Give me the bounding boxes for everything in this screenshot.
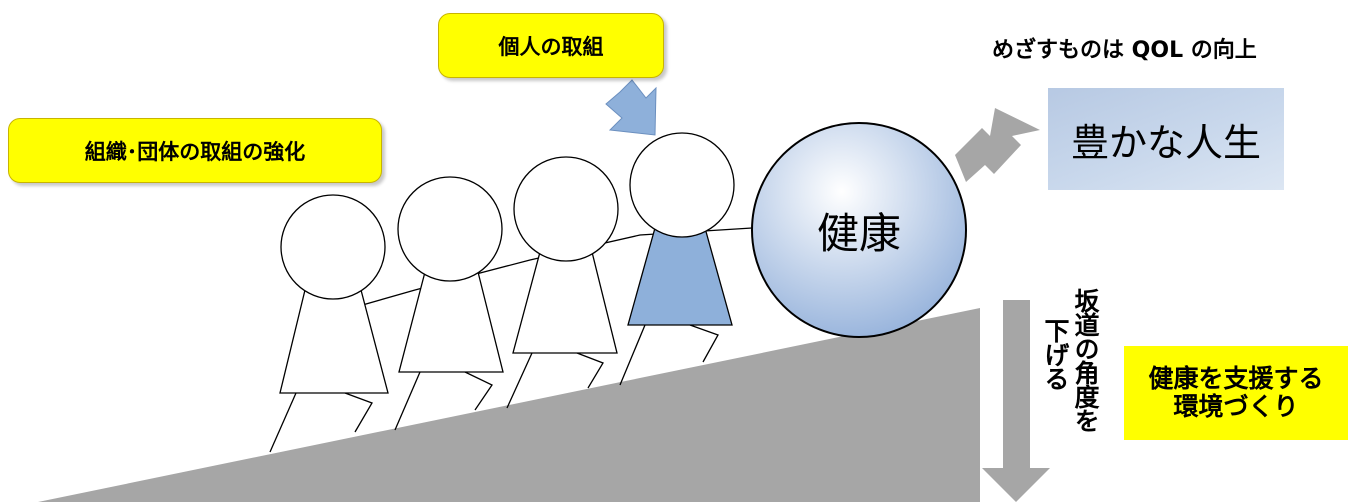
person-4-individual	[619, 132, 735, 386]
person-1-body	[279, 289, 389, 394]
person-3-head	[513, 156, 619, 262]
person-3-leg-back	[506, 352, 533, 409]
person-1	[269, 194, 389, 453]
goal-arrow	[955, 108, 1040, 182]
support-line-2: 環境づくり	[1173, 392, 1299, 421]
goal-caption: めざすものは QOL の向上	[992, 38, 1257, 63]
person-4-body	[627, 227, 733, 326]
person-2-leg-front	[464, 371, 493, 411]
person-4-leg-back	[619, 324, 646, 386]
individual-callout-label: 個人の取組	[498, 34, 604, 59]
rich-life-box: 豊かな人生	[1048, 88, 1284, 190]
slope-angle-text: 坂道の角度を	[1071, 288, 1100, 432]
person-4-head	[629, 132, 735, 238]
person-1-leg-front	[344, 392, 373, 433]
person-2	[394, 176, 504, 431]
individual-callout: 個人の取組	[438, 13, 664, 78]
person-2-body	[398, 271, 504, 373]
person-3-leg-front	[576, 352, 604, 389]
support-environment-box: 健康を支援する 環境づくり	[1124, 346, 1348, 440]
organization-callout: 組織･団体の取組の強化	[8, 118, 382, 183]
individual-pointer-arrow	[605, 79, 657, 136]
person-4-leg-front	[689, 324, 719, 363]
health-ball	[751, 122, 967, 338]
organization-callout-label: 組織･団体の取組の強化	[84, 139, 306, 164]
person-3-body	[512, 251, 618, 354]
lower-slope-arrow	[982, 300, 1050, 502]
slope-lower-text: 下げる	[1041, 318, 1070, 390]
person-1-head	[280, 194, 386, 300]
rich-life-label: 豊かな人生	[1070, 120, 1261, 165]
person-1-leg-back	[269, 392, 297, 453]
person-3	[506, 156, 619, 409]
person-2-leg-back	[394, 371, 421, 431]
health-ball-label: 健康	[816, 208, 901, 258]
person-2-head	[397, 176, 503, 282]
support-line-1: 健康を支援する	[1148, 364, 1324, 393]
